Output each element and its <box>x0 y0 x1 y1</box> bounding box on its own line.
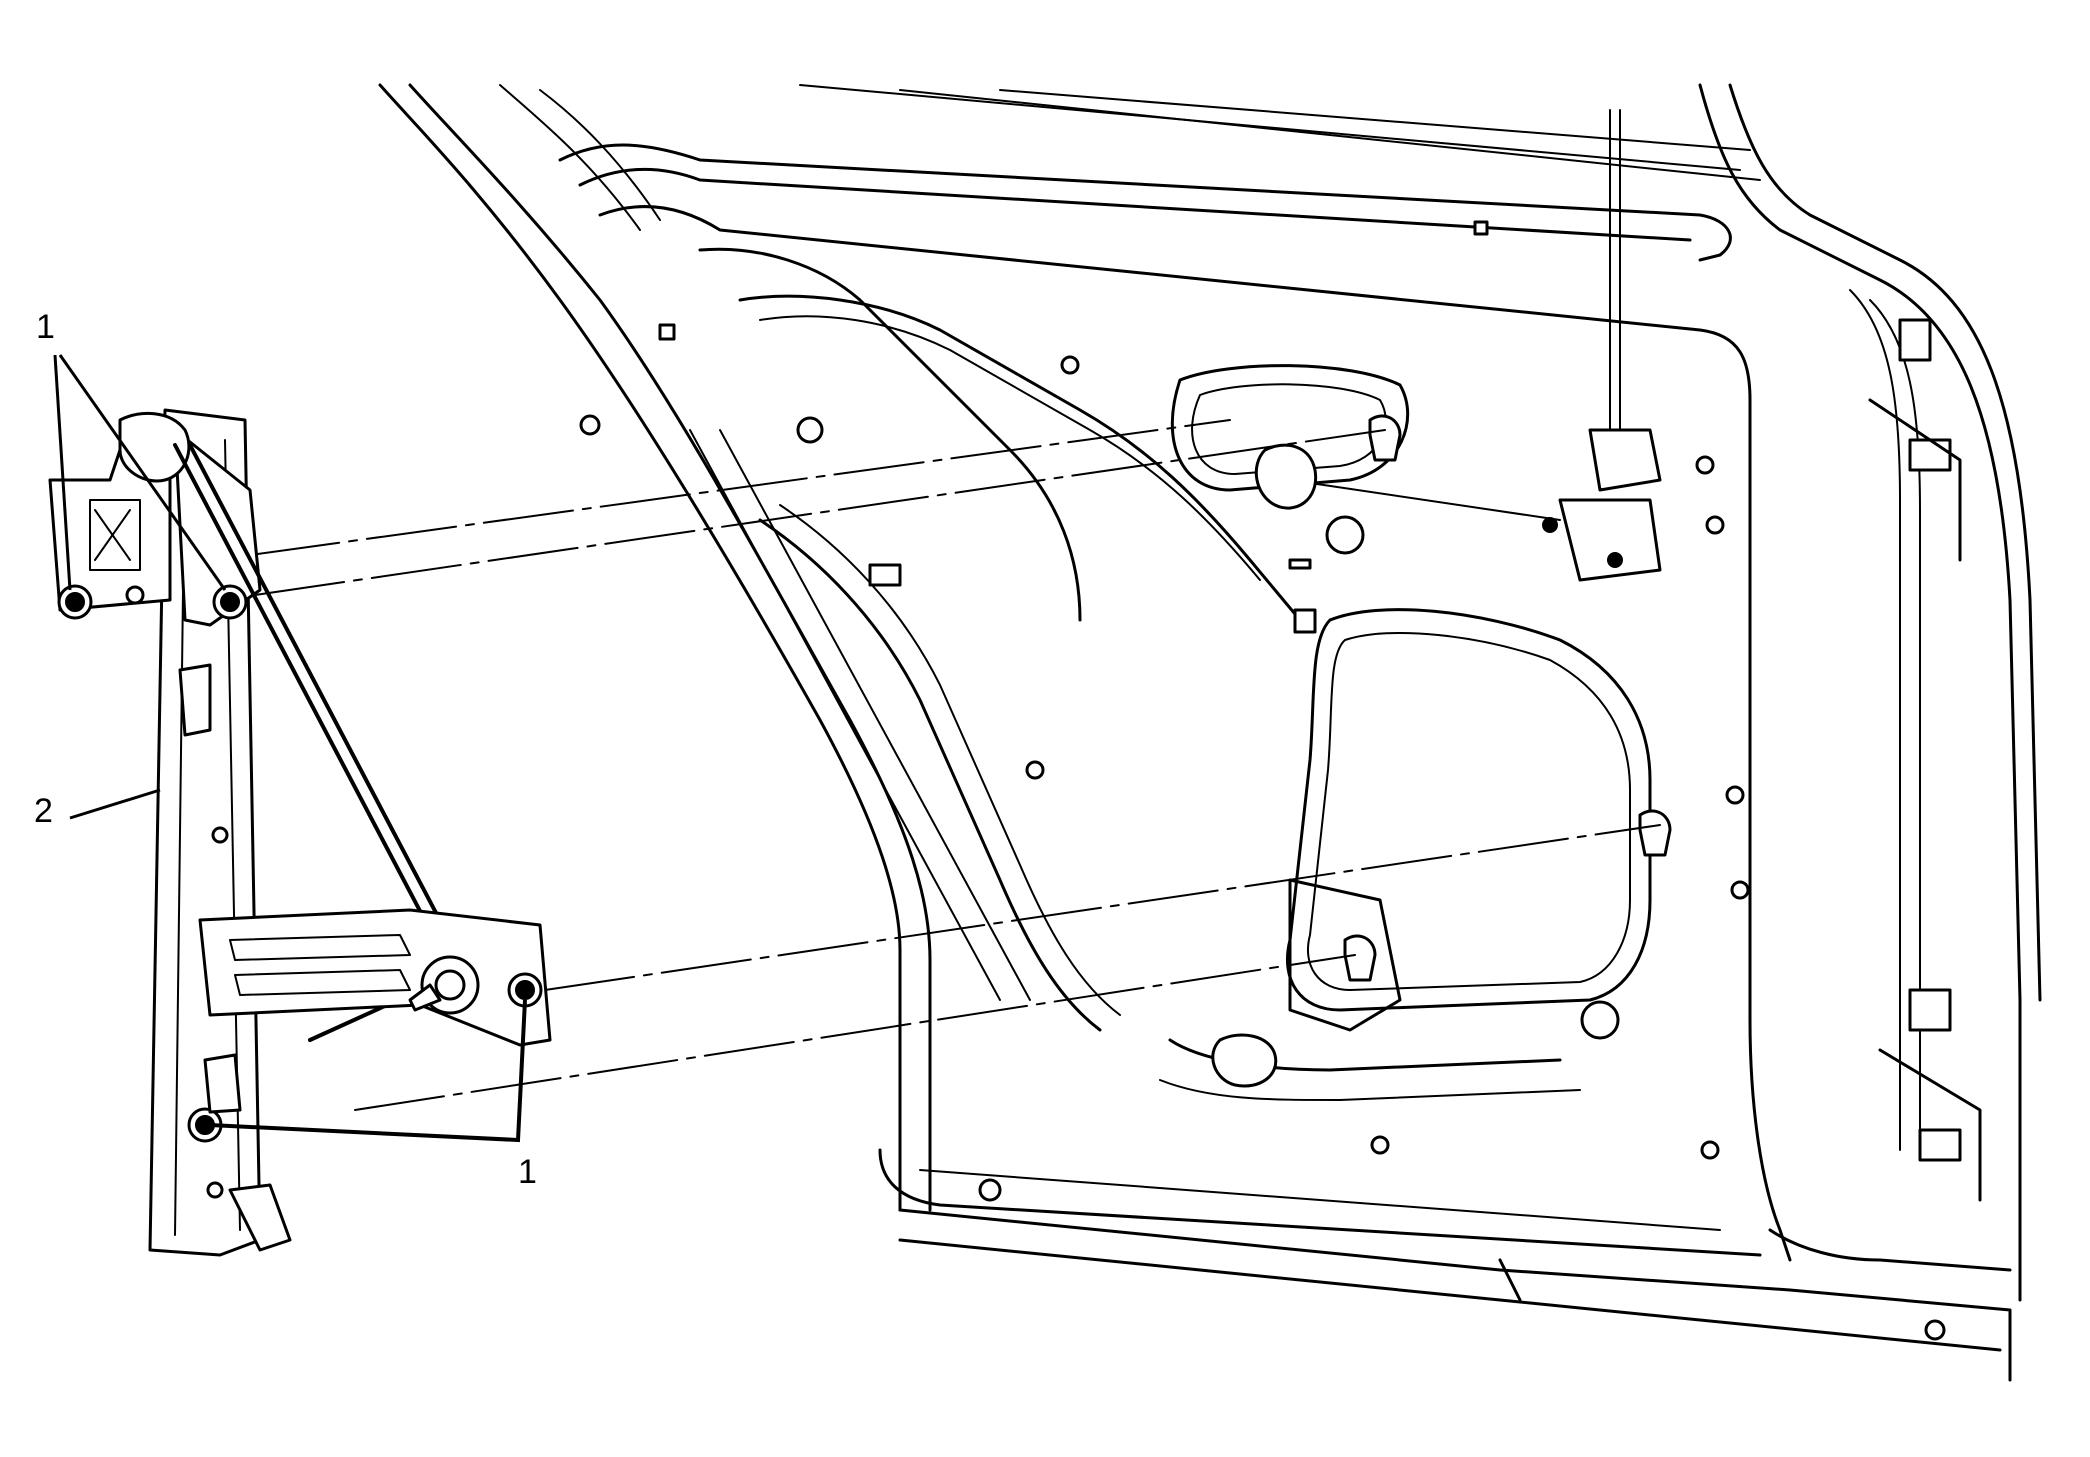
callout-leaders <box>53 354 527 1143</box>
callout-2: 2 <box>34 792 53 830</box>
door-inner-panel <box>378 83 2042 1382</box>
callout-1-bottom: 1 <box>518 1153 537 1191</box>
window-regulator <box>48 408 552 1257</box>
callout-1-top: 1 <box>36 308 55 346</box>
